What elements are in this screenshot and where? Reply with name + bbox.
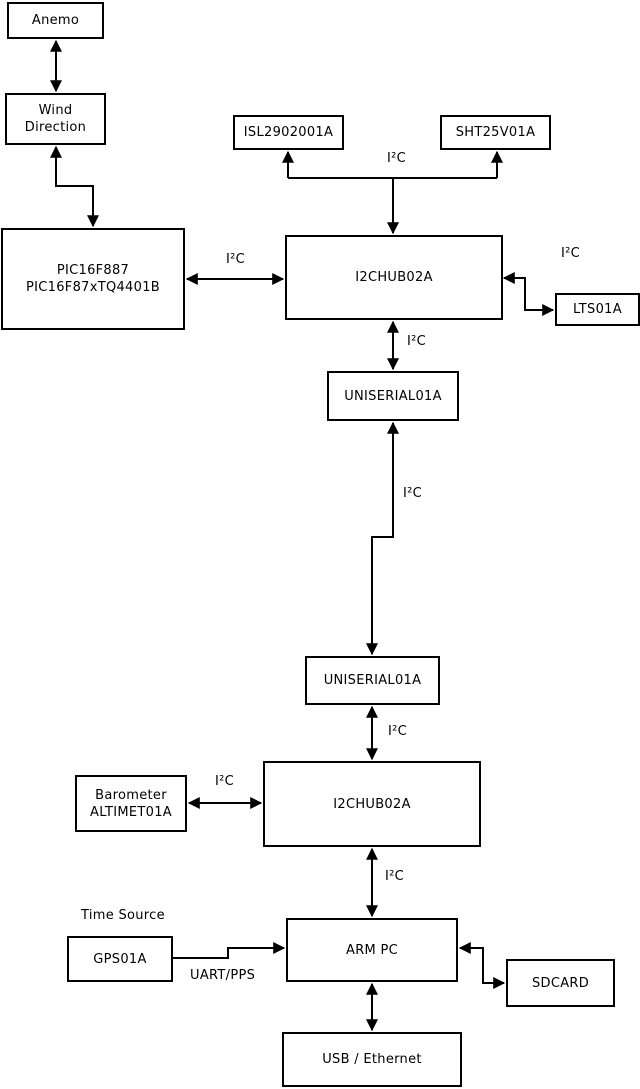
node-usb-ethernet-label: USB / Ethernet — [322, 1052, 422, 1067]
edge-wind-pic — [50, 145, 99, 228]
node-barometer-altimet01a: Barometer ALTIMET01A — [75, 775, 187, 832]
node-usb-ethernet: USB / Ethernet — [282, 1032, 462, 1087]
edge-label-i2c-uniserial2-hub2: I²C — [388, 724, 408, 739]
node-anemo: Anemo — [7, 2, 104, 39]
node-anemo-label: Anemo — [31, 13, 80, 28]
node-uniserial01a-2-label: UNISERIAL01A — [323, 673, 422, 688]
node-wind-direction-line2: Direction — [24, 120, 87, 135]
node-arm-pc-label: ARM PC — [346, 942, 398, 958]
edge-hub1-lts — [502, 272, 555, 316]
node-uniserial01a-2: UNISERIAL01A — [305, 656, 440, 705]
node-wind-direction: Wind Direction — [5, 93, 106, 145]
node-uniserial01a-1-label: UNISERIAL01A — [344, 388, 442, 404]
node-isl2902001a-label: ISL2902001A — [243, 125, 334, 140]
edge-uniserial1-uniserial2 — [366, 421, 399, 656]
edge-gps-armpc — [173, 942, 286, 959]
edge-armpc-sdcard — [458, 942, 506, 989]
node-arm-pc: ARM PC — [286, 918, 458, 982]
node-lts01a: LTS01A — [555, 293, 640, 326]
edge-label-i2c-hub1-lts: I²C — [561, 246, 581, 261]
node-i2chub02a-1-label: I2CHUB02A — [355, 270, 433, 285]
edge-label-i2c-barometer-hub2: I²C — [215, 774, 235, 789]
node-lts01a-label: LTS01A — [573, 302, 622, 317]
node-pic16f887-line1: PIC16F887 — [56, 263, 130, 278]
node-pic16f887: PIC16F887 PIC16F87xTQ4401B — [1, 228, 185, 330]
node-gps01a: GPS01A — [67, 936, 173, 982]
node-sht25v01a-label: SHT25V01A — [455, 125, 536, 140]
node-sht25v01a: SHT25V01A — [440, 115, 551, 150]
edge-label-uart-pps: UART/PPS — [190, 968, 256, 983]
node-pic16f887-line2: PIC16F87xTQ4401B — [26, 280, 160, 295]
node-sdcard: SDCARD — [506, 959, 615, 1007]
edge-label-i2c-top: I²C — [387, 151, 407, 166]
node-barometer-line1: Barometer — [95, 787, 167, 803]
node-uniserial01a-1: UNISERIAL01A — [327, 371, 459, 421]
edge-label-i2c-hub1-uniserial1: I²C — [407, 334, 427, 349]
edge-label-time-source: Time Source — [81, 908, 165, 923]
node-isl2902001a: ISL2902001A — [233, 115, 344, 150]
node-i2chub02a-1: I2CHUB02A — [285, 235, 503, 320]
edge-label-i2c-hub2-armpc: I²C — [385, 869, 405, 884]
node-i2chub02a-2-label: I2CHUB02A — [333, 796, 411, 812]
node-sdcard-label: SDCARD — [531, 975, 590, 991]
node-i2chub02a-2: I2CHUB02A — [263, 761, 481, 847]
node-gps01a-label: GPS01A — [93, 951, 147, 967]
node-wind-direction-line1: Wind — [38, 103, 73, 118]
node-barometer-line2: ALTIMET01A — [90, 804, 172, 820]
edge-label-i2c-pic-hub1: I²C — [226, 252, 246, 267]
edge-label-i2c-uniserial-link: I²C — [403, 486, 423, 501]
